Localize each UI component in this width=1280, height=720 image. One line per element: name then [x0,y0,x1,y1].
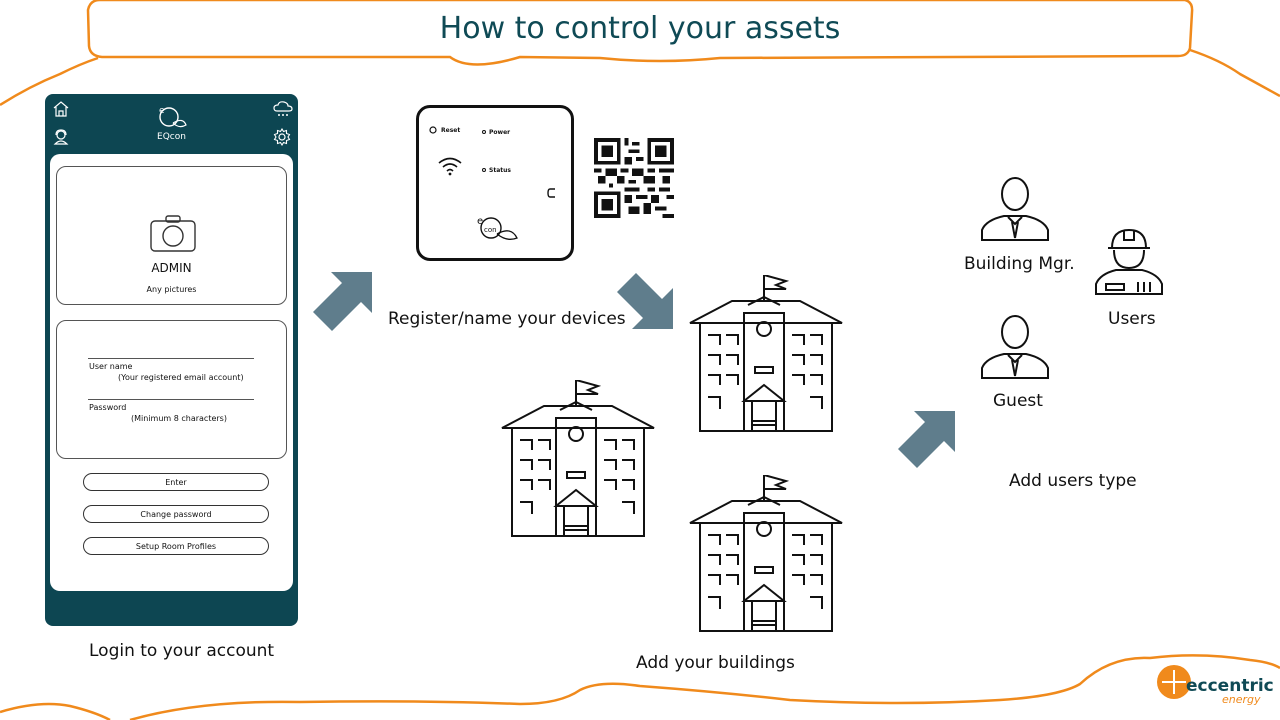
arrow-2 [617,273,673,329]
brand-logo-icon [1157,665,1191,699]
wifi-icon [438,157,462,176]
login-form-card: User name (Your registered email account… [56,320,287,459]
flow-arrows [313,272,955,468]
bottom-wave [0,654,1280,720]
svg-text:e: e [159,106,165,116]
reset-led-icon [429,126,437,134]
users-label: Users [1108,309,1156,329]
arrow-1 [313,272,372,331]
svg-text:e: e [477,216,483,227]
building-manager-icon [981,177,1049,241]
guest-icon [981,315,1049,379]
worker-user-icon [1095,228,1163,295]
building-icon [501,380,655,537]
username-label: User name [89,362,133,371]
cloud-icon[interactable] [273,100,293,118]
phone-screen: ADMIN Any pictures User name (Your regis… [50,154,293,591]
building-icon [689,275,843,432]
app-logo-icon: e [159,106,187,128]
power-led-icon [482,130,486,134]
home-icon[interactable] [52,100,70,118]
pictures-label: Any pictures [146,285,197,294]
usb-port-icon [547,188,555,198]
password-hint: (Minimum 8 characters) [131,414,227,423]
power-label: Power [489,129,511,136]
device-unit: Reset Power Status e con [416,105,574,261]
brand-tagline: energy [1222,693,1261,706]
setup-room-profiles-button[interactable]: Setup Room Profiles [83,537,269,555]
qr-code-icon [594,138,674,218]
password-input[interactable] [88,399,254,400]
device-logo-icon: e con [477,216,518,240]
device-logo-text: con [484,226,497,234]
status-led-icon [482,168,486,172]
users-type-caption: Add users type [1009,471,1137,491]
password-label: Password [89,403,127,412]
building-manager-label: Building Mgr. [964,254,1075,274]
right-swoosh [1189,48,1280,98]
enter-button[interactable]: Enter [83,473,269,491]
building-icon [689,475,843,632]
phone-mockup: e EQcon ADMIN Any pictures User name (Yo… [45,94,298,626]
login-caption: Login to your account [89,641,275,661]
change-password-button[interactable]: Change password [83,505,269,523]
brand-name: eccentric [1186,676,1274,696]
arrow-3 [898,411,955,468]
camera-icon[interactable] [149,213,197,253]
reset-label: Reset [441,127,461,134]
buildings-caption: Add your buildings [636,653,795,673]
app-name: EQcon [157,132,186,142]
page-title: How to control your assets [439,10,841,46]
username-hint: (Your registered email account) [118,373,244,382]
profile-card[interactable]: ADMIN Any pictures [56,166,287,305]
register-caption: Register/name your devices [388,309,626,329]
title-banner [86,0,1194,66]
left-swoosh [0,56,99,107]
support-agent-icon[interactable] [52,128,70,146]
settings-gear-icon[interactable] [273,128,291,146]
status-label: Status [489,167,511,174]
guest-label: Guest [993,391,1043,411]
username-input[interactable] [88,358,254,359]
role-label: ADMIN [151,261,192,275]
